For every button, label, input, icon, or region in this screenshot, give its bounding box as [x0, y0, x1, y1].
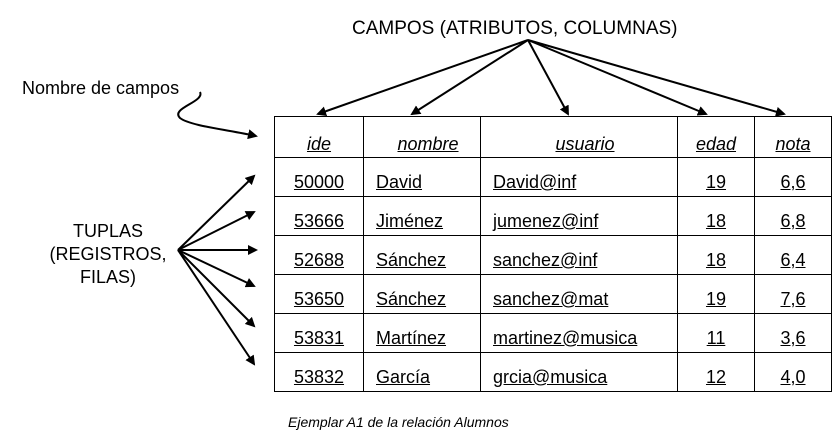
column-header-nombre: nombre	[363, 116, 481, 158]
table-row: 52688 Sánchez sanchez@inf 18 6,4	[274, 235, 832, 275]
cell-ide: 53666	[274, 196, 364, 236]
table-row: 53831 Martínez martinez@musica 11 3,6	[274, 313, 832, 353]
tuples-label-line-1: TUPLAS	[72, 221, 144, 241]
campos-label: CAMPOS (ATRIBUTOS, COLUMNAS)	[352, 18, 678, 39]
cell-nota: 7,6	[754, 274, 832, 314]
tuples-label-line-3: FILAS)	[79, 267, 136, 287]
cell-ide: 52688	[274, 235, 364, 275]
column-header-usuario: usuario	[480, 116, 678, 158]
tuples-label: TUPLAS (REGISTROS, FILAS)	[38, 220, 178, 289]
cell-nombre: Martínez	[363, 313, 481, 353]
cell-nota: 6,8	[754, 196, 832, 236]
cell-usuario: grcia@musica	[480, 352, 678, 392]
column-arrows	[316, 39, 786, 117]
cell-nombre: Sánchez	[363, 235, 481, 275]
cell-edad: 19	[677, 157, 755, 197]
cell-nombre: Jiménez	[363, 196, 481, 236]
arrow-to-row-1	[177, 174, 256, 251]
cell-ide: 50000	[274, 157, 364, 197]
cell-usuario: martinez@musica	[480, 313, 678, 353]
arrow-to-nombre	[410, 39, 529, 116]
cell-usuario: sanchez@mat	[480, 274, 678, 314]
arrow-to-ide	[316, 39, 529, 117]
cell-usuario: David@inf	[480, 157, 678, 197]
row-arrows	[177, 174, 258, 366]
relation-table: ide nombre usuario edad nota 50000 David…	[274, 116, 832, 392]
cell-edad: 19	[677, 274, 755, 314]
field-names-arrow	[177, 91, 258, 140]
table-row: 53832 García grcia@musica 12 4,0	[274, 352, 832, 392]
table-header-row: ide nombre usuario edad nota	[274, 116, 832, 158]
cell-edad: 11	[677, 313, 755, 353]
arrow-to-nota	[527, 39, 786, 117]
column-header-ide: ide	[274, 116, 364, 158]
arrow-to-edad	[527, 39, 708, 116]
cell-nota: 3,6	[754, 313, 832, 353]
table-row: 53650 Sánchez sanchez@mat 19 7,6	[274, 274, 832, 314]
arrow-to-row-6	[177, 249, 256, 366]
cell-nota: 4,0	[754, 352, 832, 392]
table-row: 53666 Jiménez jumenez@inf 18 6,8	[274, 196, 832, 236]
cell-nombre: Sánchez	[363, 274, 481, 314]
arrow-to-usuario	[527, 39, 569, 116]
column-header-nota: nota	[754, 116, 832, 158]
cell-edad: 18	[677, 196, 755, 236]
cell-edad: 12	[677, 352, 755, 392]
arrow-to-row-4	[177, 249, 256, 288]
cell-nota: 6,6	[754, 157, 832, 197]
cell-nota: 6,4	[754, 235, 832, 275]
tuples-label-line-2: (REGISTROS,	[49, 244, 167, 264]
cell-ide: 53832	[274, 352, 364, 392]
table-row: 50000 David David@inf 19 6,6	[274, 157, 832, 197]
cell-nombre: García	[363, 352, 481, 392]
cell-usuario: sanchez@inf	[480, 235, 678, 275]
field-names-label: Nombre de campos	[22, 78, 180, 98]
cell-ide: 53831	[274, 313, 364, 353]
cell-usuario: jumenez@inf	[480, 196, 678, 236]
arrow-to-row-2	[177, 211, 256, 251]
arrow-to-row-5	[177, 249, 256, 328]
cell-ide: 53650	[274, 274, 364, 314]
cell-nombre: David	[363, 157, 481, 197]
caption: Ejemplar A1 de la relación Alumnos	[288, 414, 509, 430]
cell-edad: 18	[677, 235, 755, 275]
column-header-edad: edad	[677, 116, 755, 158]
